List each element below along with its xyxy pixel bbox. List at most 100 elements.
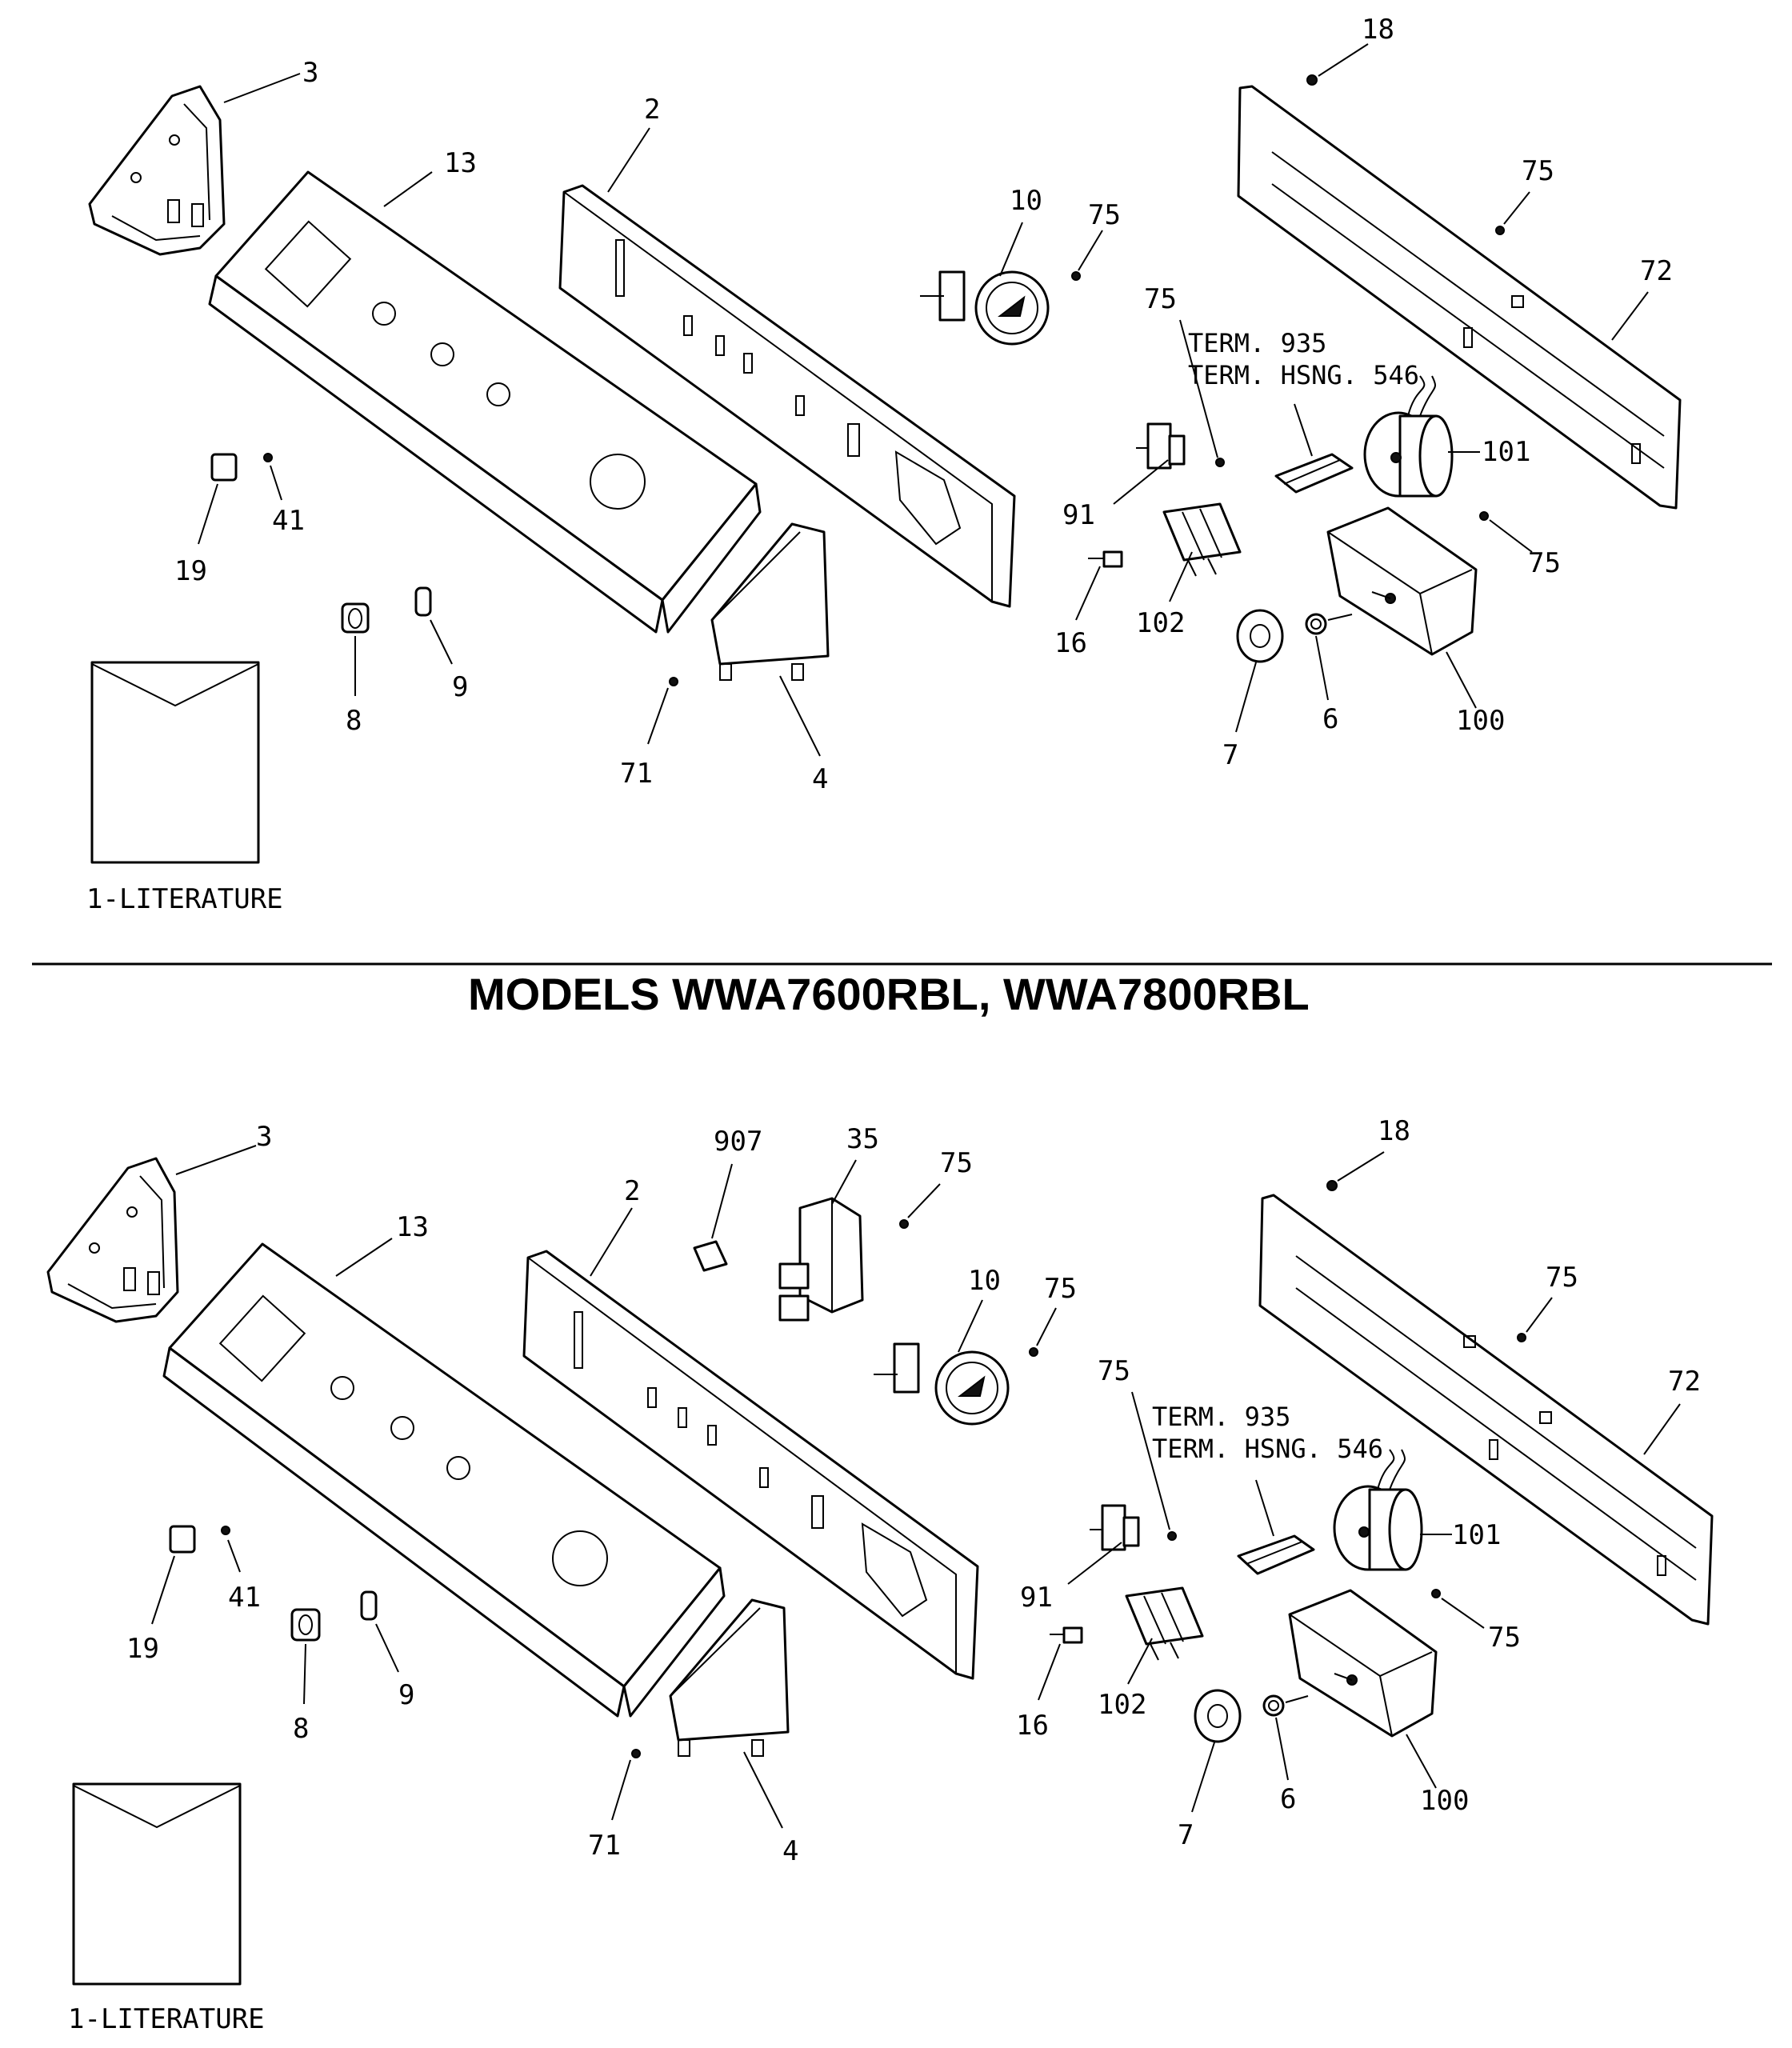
leader-75e xyxy=(907,1183,941,1218)
label-41: 41 xyxy=(228,1582,261,1614)
label-18: 18 xyxy=(1362,14,1394,46)
literature-envelope xyxy=(72,1782,242,1986)
leader-18 xyxy=(1318,43,1369,77)
label-75a: 75 xyxy=(1044,1273,1077,1305)
label-35: 35 xyxy=(846,1123,879,1155)
leader-71 xyxy=(611,1759,631,1821)
leader-6 xyxy=(1275,1717,1289,1781)
part-102-connector xyxy=(1162,502,1242,577)
label-75b: 75 xyxy=(1522,155,1554,187)
part-7-knob xyxy=(1194,1689,1242,1743)
part-terminal-housing xyxy=(1274,453,1354,494)
leader-13 xyxy=(335,1238,393,1277)
label-18: 18 xyxy=(1378,1115,1410,1147)
part-19-41-lamp xyxy=(169,1525,230,1554)
leader-75c xyxy=(1441,1598,1485,1629)
part-13-console-front xyxy=(162,1242,726,1718)
label-literature: 1-LITERATURE xyxy=(86,883,283,915)
leader-91 xyxy=(1113,459,1169,505)
part-16-key xyxy=(1050,1626,1083,1644)
label-907: 907 xyxy=(714,1126,762,1158)
label-3: 3 xyxy=(302,57,318,89)
label-75d: 75 xyxy=(1098,1355,1130,1387)
part-6-spring xyxy=(1262,1694,1309,1717)
part-terminal-housing xyxy=(1237,1534,1315,1575)
part-13-console-front xyxy=(208,170,762,634)
label-7: 7 xyxy=(1222,739,1238,771)
label-2: 2 xyxy=(624,1175,640,1207)
leader-2 xyxy=(590,1207,633,1277)
label-75c: 75 xyxy=(1488,1622,1521,1654)
label-91: 91 xyxy=(1062,499,1095,531)
leader-19 xyxy=(151,1555,175,1625)
leader-10 xyxy=(999,222,1023,277)
part-19-41-lamp xyxy=(210,453,273,482)
leader-100 xyxy=(1406,1734,1437,1789)
label-102: 102 xyxy=(1098,1689,1146,1721)
part-8-9-clips xyxy=(290,1590,378,1642)
part-10-pressure-switch xyxy=(920,270,1050,346)
leader-75d xyxy=(1131,1391,1170,1530)
label-4: 4 xyxy=(782,1835,798,1867)
label-9: 9 xyxy=(398,1679,414,1711)
part-2-control-panel xyxy=(558,184,1016,608)
part-91-switch xyxy=(1090,1504,1140,1551)
part-4-end-cap xyxy=(710,522,830,681)
leader-75b xyxy=(1503,191,1530,225)
label-75e: 75 xyxy=(940,1147,973,1179)
label-4: 4 xyxy=(812,763,828,795)
part-35-switch-assembly xyxy=(778,1197,864,1322)
leader-102 xyxy=(1169,551,1193,602)
lower-diagram: 3 13 2 907 35 75 10 75 18 75 72 75 TERM.… xyxy=(46,1115,1714,2035)
part-8-9-clips xyxy=(341,586,432,634)
label-term: TERM. 935 xyxy=(1152,1402,1290,1432)
label-8: 8 xyxy=(346,705,362,737)
leader-100 xyxy=(1446,651,1477,709)
label-16: 16 xyxy=(1016,1710,1049,1742)
part-72-back-panel xyxy=(1237,85,1682,510)
label-6: 6 xyxy=(1280,1783,1296,1815)
label-term-hsng: TERM. HSNG. 546 xyxy=(1152,1434,1383,1464)
leader-102 xyxy=(1127,1638,1153,1685)
label-19: 19 xyxy=(174,555,207,587)
leader-4 xyxy=(779,675,821,757)
label-101: 101 xyxy=(1452,1519,1501,1551)
leader-72 xyxy=(1643,1403,1681,1455)
label-9: 9 xyxy=(452,671,468,703)
label-72: 72 xyxy=(1668,1366,1701,1398)
leader-term xyxy=(1255,1479,1274,1537)
leader-9 xyxy=(375,1623,399,1673)
screw-71 xyxy=(669,677,678,686)
label-100: 100 xyxy=(1456,705,1505,737)
screws-upper xyxy=(1071,74,1505,521)
leader-35 xyxy=(831,1159,857,1205)
leader-41 xyxy=(270,465,282,501)
label-75b: 75 xyxy=(1546,1262,1578,1294)
label-10: 10 xyxy=(1010,185,1042,217)
part-907-indicator xyxy=(693,1240,728,1272)
leader-75b xyxy=(1526,1297,1553,1333)
label-101: 101 xyxy=(1482,436,1530,468)
label-16: 16 xyxy=(1054,627,1087,659)
leader-75a xyxy=(1036,1307,1057,1346)
part-100-timer xyxy=(1288,1589,1438,1738)
label-19: 19 xyxy=(126,1633,159,1665)
label-13: 13 xyxy=(444,147,477,179)
leader-3 xyxy=(175,1145,257,1175)
label-7: 7 xyxy=(1178,1819,1194,1851)
part-100-timer xyxy=(1326,506,1478,656)
label-literature: 1-LITERATURE xyxy=(68,2003,265,2035)
part-102-connector xyxy=(1125,1586,1204,1661)
label-71: 71 xyxy=(588,1830,621,1862)
leader-9 xyxy=(430,619,453,665)
part-91-switch xyxy=(1136,422,1186,470)
part-101-timer-motor xyxy=(1363,375,1454,498)
upper-diagram: 3 13 2 10 75 18 75 72 75 TERM. 935 TERM.… xyxy=(86,14,1682,915)
part-10-pressure-switch xyxy=(874,1342,1010,1426)
leader-72 xyxy=(1611,291,1649,341)
label-75a: 75 xyxy=(1088,199,1121,231)
leader-3 xyxy=(223,73,301,103)
leader-75d xyxy=(1179,319,1218,458)
part-4-end-cap xyxy=(669,1598,790,1757)
leader-8 xyxy=(303,1643,306,1705)
